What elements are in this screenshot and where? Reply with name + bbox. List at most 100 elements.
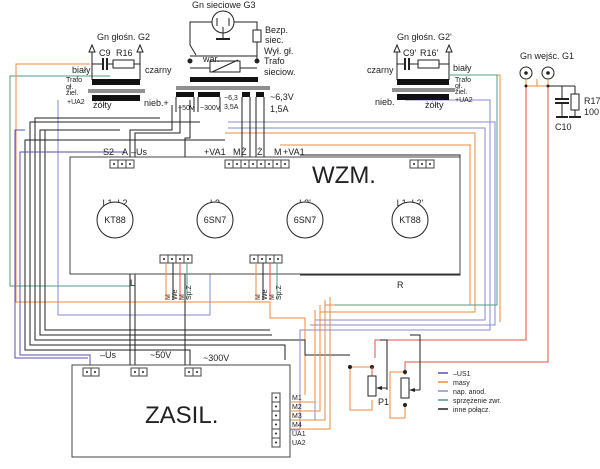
fuse-label: Bezp. [265,25,288,35]
m-label: M [274,147,282,157]
tube-type: KT88 [104,215,126,225]
wire-3 [34,117,350,356]
tap-63-label: 3,5A [224,104,239,111]
wire-m1 [291,310,316,403]
wire-red-in1 [374,86,527,358]
cap-c9-label: C9 [99,48,111,58]
varistor-label: war. [202,54,220,64]
wire-white-label: biały [72,65,91,75]
psu-output-label: M3 [292,413,302,420]
trafo-label: Trafo [455,77,471,84]
switch-label: sieciow. [264,67,296,77]
psu-300v-label: ~300V [203,353,229,363]
connector-amp-bottom-left[interactable] [159,254,193,264]
psu-output-label: UA2 [292,440,306,447]
legend-label: inne połącz. [453,407,490,414]
trafo-label: gł. [66,84,73,91]
potentiometer-p1[interactable]: P1 [348,365,420,407]
pin-label: M [255,294,262,300]
wire-r-ua2 [280,99,491,431]
wire-r-mass1 [225,132,476,313]
potentiometer-icon [400,377,410,399]
pin-label: Sp.Z [276,284,283,300]
psu-50v-label: ~50V [150,350,171,360]
va1-label: +VA1 [283,147,305,157]
psu-output-label: M2 [292,404,302,411]
channel-left-label: L [130,278,135,288]
psu-output-label: M4 [292,422,302,429]
tube: L1, L2'KT88 [391,198,429,239]
wire-r-green [335,74,498,306]
m-label: M [233,147,241,157]
wire-m3 [291,300,326,421]
speaker-terminal-icon [136,43,144,53]
connector-amp-left[interactable] [109,159,135,169]
speaker-terminal-icon [445,43,453,53]
wiper-arrow-icon [409,388,415,392]
wiring [9,63,549,431]
capacitor-icon [102,58,104,70]
res-r16b-label: R16' [420,48,439,58]
wire-ua2-left [57,100,211,316]
psu-output-label: M1 [292,395,302,402]
speaker-terminal-icon [88,43,96,53]
connector-amp-right[interactable] [409,159,435,169]
wire-p1-c [389,371,406,419]
capacitor-c10-icon [555,98,569,100]
ua2-label: +UA2 [455,97,473,104]
wire-red-in2 [404,86,549,375]
pin-label: We [262,290,269,300]
wire-p1-b [349,367,373,411]
r17-label: R17 [584,96,600,106]
fuse-label: siec. [265,35,284,45]
wire-p1-w2 [410,334,421,390]
switch-label: Wył. gł. [264,46,293,56]
tap-50v-label: ~50V [178,105,195,112]
tube-socket-icon [96,201,134,239]
trafo-label: ziel. [66,90,79,97]
psu-box [71,364,291,458]
resistor-icon [417,59,440,69]
connector-psu-300v[interactable] [184,367,202,377]
speaker-right: Gn głośn. G2' C9' R16' czarny biały Traf… [367,32,473,110]
amplifier-board: WZM. S2 A –Us +VA1 M Ż Ż M +VA1 L1, L2KT… [69,147,461,300]
ua2-label: +UA2 [67,99,85,106]
tube: L36SN7 [196,198,234,239]
pin-label: We [172,290,179,300]
c10-label: C10 [555,122,572,132]
mains-transformer [190,77,258,82]
connector-amp-mid[interactable] [224,159,290,169]
pin-label: M [179,294,186,300]
tap-63v-label: 1,5A [270,104,289,114]
tap-63-label: ~6,3 [224,95,238,102]
tube-socket-icon [196,201,234,239]
res-r16-label: R16 [116,48,133,58]
connector-amp-bottom-right[interactable] [249,254,283,264]
tube-socket-icon [391,201,429,239]
connector-psu-us[interactable] [82,367,100,377]
transformer-winding [397,79,449,85]
wire-mass-left [15,63,306,395]
wiper-arrow-icon [376,386,382,390]
tube-socket-icon [286,201,324,239]
connector-psu-50v[interactable] [130,367,148,377]
amp-title: WZM. [312,162,376,189]
wire-4 [29,121,286,360]
channel-right-label: R [397,280,404,290]
wire-r-1 [228,121,496,326]
wire-black-label: czarny [145,65,172,75]
resistor-r17-icon [570,93,580,111]
a-label: A [122,147,128,157]
wire-us [19,151,125,368]
capacitor-icon [404,58,406,70]
pin-label: M [165,294,172,300]
switch-label: Trafo [264,56,285,66]
wire-white-label: biały [453,63,472,73]
psu-us-label: –Us [100,350,117,360]
wire-2 [39,129,272,336]
wire-5 [24,139,225,368]
tap-300v-label: ~300V [200,105,221,112]
